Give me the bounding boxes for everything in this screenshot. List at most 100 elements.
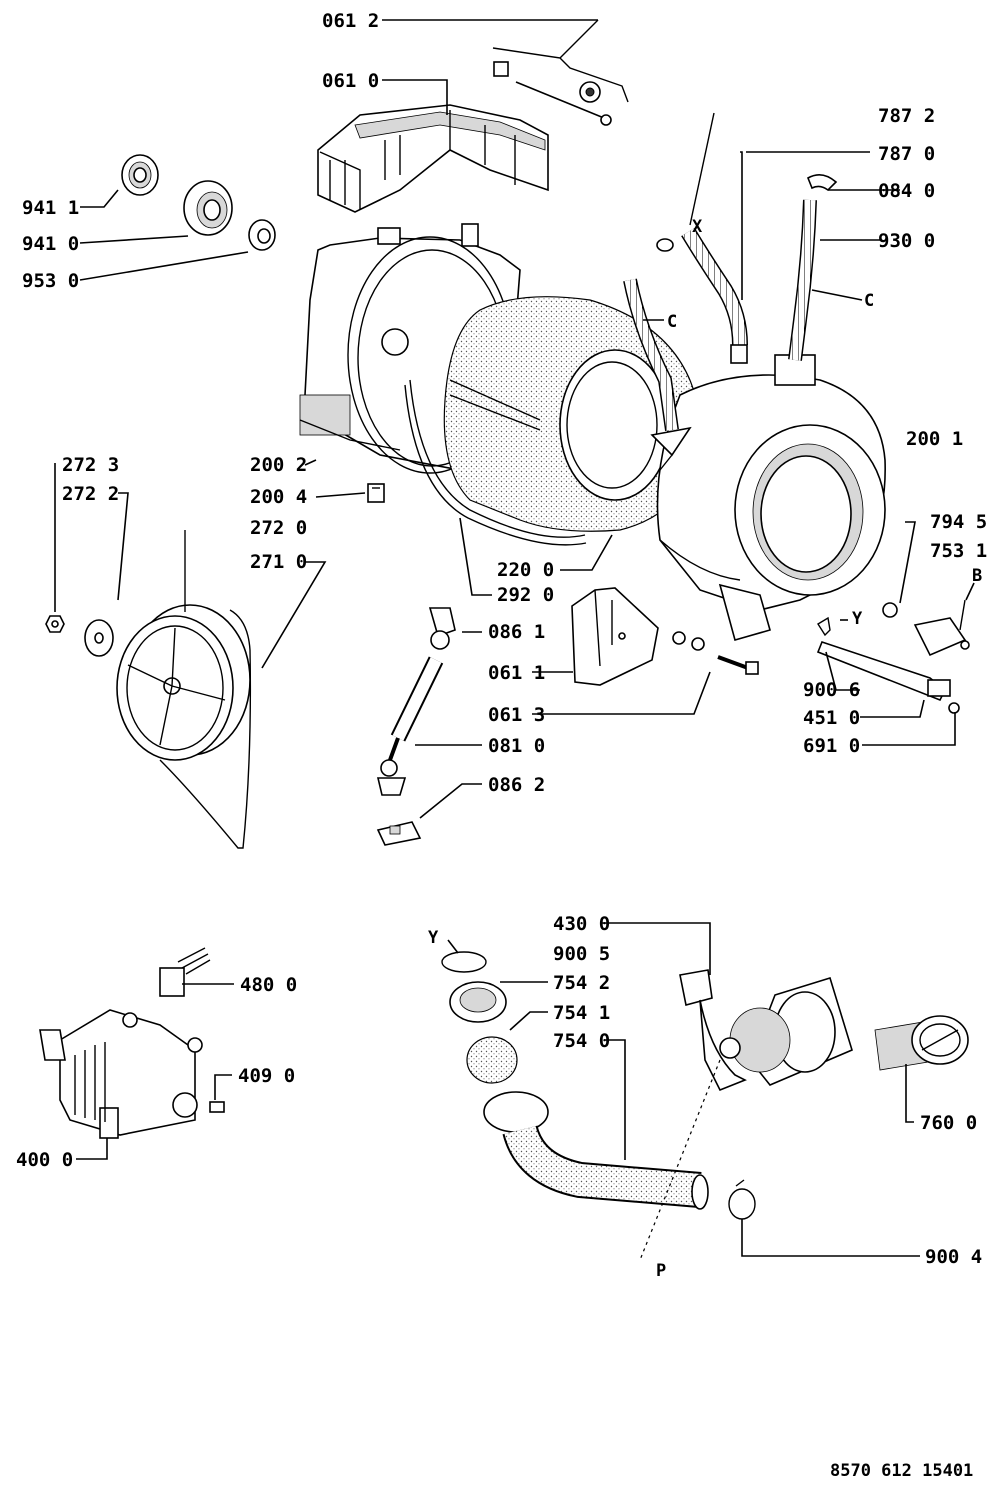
pulley-washer-drawing — [84, 619, 114, 657]
label-4800: 480 0 — [240, 974, 297, 996]
leader-c-right — [811, 289, 863, 301]
leader-9006 — [825, 651, 860, 691]
sump-ring-drawing — [449, 981, 507, 1023]
drain-pump-drawing — [679, 969, 853, 1092]
label-2001: 200 1 — [906, 428, 963, 450]
label-0613: 061 3 — [488, 704, 545, 726]
heater-connector-drawing — [913, 599, 970, 657]
hose-right-drawing — [788, 174, 838, 361]
leader-b — [965, 582, 975, 601]
label-2002: 200 2 — [250, 454, 307, 476]
ball-valve-drawing — [466, 1036, 518, 1084]
heating-element-drawing — [816, 616, 960, 714]
hose-left-drawing — [623, 278, 692, 471]
label-2710: 271 0 — [250, 551, 307, 573]
label-9300: 930 0 — [878, 230, 935, 252]
leader-2722 — [117, 492, 129, 601]
bearing-large-drawing — [183, 180, 233, 236]
label-7872: 787 2 — [878, 105, 935, 127]
label-2720: 272 0 — [250, 517, 307, 539]
letter-y-lower: Y — [428, 928, 439, 948]
bellows-hose-drawing — [656, 112, 748, 364]
label-9410: 941 0 — [22, 233, 79, 255]
label-4300: 430 0 — [553, 913, 610, 935]
label-0612: 061 2 — [322, 10, 379, 32]
seal-ring-drawing — [248, 219, 276, 251]
front-tub-drawing — [656, 354, 886, 641]
label-0840: 084 0 — [878, 180, 935, 202]
leader-0610 — [382, 79, 448, 115]
leader-4090 — [214, 1074, 232, 1100]
leader-2920 — [459, 517, 492, 596]
label-0810: 081 0 — [488, 735, 545, 757]
leader-9530 — [79, 251, 249, 281]
leader-2004 — [315, 492, 366, 498]
label-7945: 794 5 — [930, 511, 987, 533]
letter-c-left: C — [667, 312, 677, 332]
label-2920: 292 0 — [497, 584, 554, 606]
leader-9410 — [79, 235, 189, 244]
letter-p: P — [656, 1261, 666, 1281]
leader-2710 — [261, 561, 327, 669]
label-9411: 941 1 — [22, 197, 79, 219]
leader-4300 — [600, 922, 711, 975]
hose-clamp-drawing — [728, 1179, 756, 1220]
label-7531: 753 1 — [930, 540, 987, 562]
motor-clip-drawing — [209, 1101, 225, 1113]
carbon-brush-drawing — [159, 947, 211, 997]
clamp-band-drawing — [404, 379, 587, 546]
inner-drum-drawing — [443, 296, 701, 532]
leader-7600 — [905, 1064, 914, 1123]
bolt-washers-drawing — [672, 631, 759, 675]
leader-7540 — [604, 1039, 626, 1160]
motor-drawing — [39, 1009, 203, 1139]
shock-bracket-drawing — [376, 821, 422, 846]
label-0862: 086 2 — [488, 774, 545, 796]
leader-0613 — [532, 671, 711, 715]
label-7542: 754 2 — [553, 972, 610, 994]
leader-lines — [54, 19, 975, 1257]
leader-7945 — [899, 521, 916, 604]
rod-bracket-drawing — [492, 19, 629, 126]
assembly-axis-line — [639, 1059, 721, 1261]
leader-2002 — [304, 459, 317, 466]
letter-x: X — [692, 217, 703, 237]
shock-absorber-drawing — [376, 607, 456, 796]
label-4510: 451 0 — [803, 707, 860, 729]
letter-c-right: C — [864, 291, 874, 311]
label-4000: 400 0 — [16, 1149, 73, 1171]
leader-4000 — [76, 1138, 108, 1160]
leader-7870 — [740, 151, 870, 300]
label-7540: 754 0 — [553, 1030, 610, 1052]
label-9530: 953 0 — [22, 270, 79, 292]
leader-9411 — [80, 189, 119, 208]
drain-hose-drawing — [483, 1091, 709, 1210]
counterweight-drawing — [317, 104, 549, 213]
label-2200: 220 0 — [497, 559, 554, 581]
drive-pulley-drawing — [116, 530, 251, 761]
leader-9004 — [741, 1219, 920, 1257]
leader-4510 — [860, 699, 925, 718]
leader-y-lower — [447, 939, 459, 954]
label-2723: 272 3 — [62, 454, 119, 476]
document-code: 8570 612 15401 — [830, 1461, 973, 1481]
leader-0862 — [419, 783, 482, 819]
label-0611: 061 1 — [488, 662, 545, 684]
label-2004: 200 4 — [250, 486, 307, 508]
front-counterweight-drawing — [571, 587, 659, 686]
label-4090: 409 0 — [238, 1065, 295, 1087]
label-7870: 787 0 — [878, 143, 935, 165]
leader-7541 — [509, 1011, 548, 1031]
pump-filter-drawing — [874, 1015, 969, 1071]
letter-b: B — [972, 566, 982, 586]
label-9006: 900 6 — [803, 679, 860, 701]
pulley-nut-drawing — [45, 615, 65, 633]
label-2722: 272 2 — [62, 483, 119, 505]
label-0861: 086 1 — [488, 621, 545, 643]
thermostat-drawing — [882, 602, 898, 618]
label-7600: 760 0 — [920, 1112, 977, 1134]
drive-belt-drawing — [159, 609, 252, 849]
label-7541: 754 1 — [553, 1002, 610, 1024]
leader-2200 — [560, 534, 613, 571]
